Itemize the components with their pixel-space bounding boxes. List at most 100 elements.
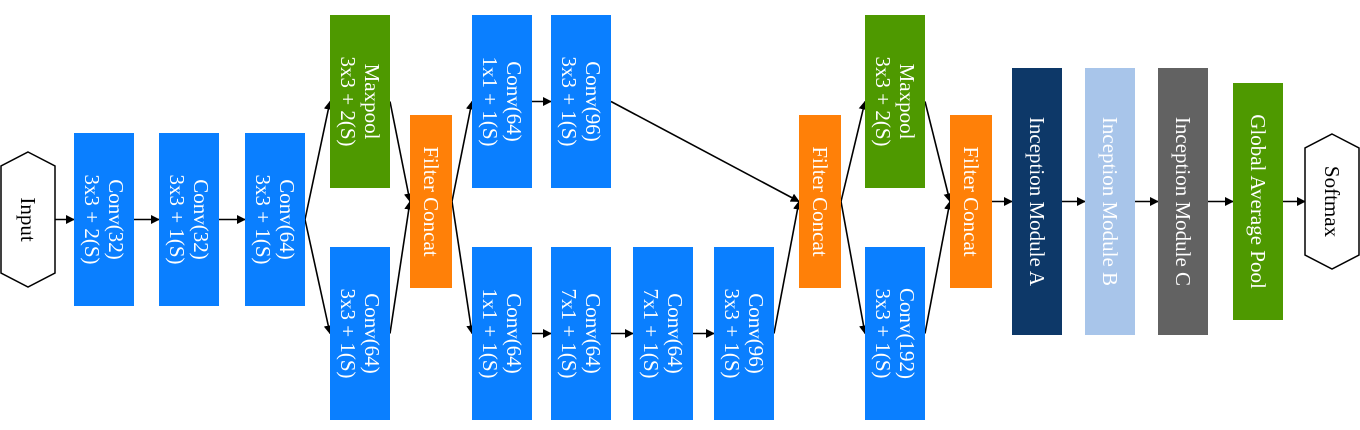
node-conv6-label-line-1: Conv(96) <box>581 61 605 142</box>
node-conv7-label-line-1: Conv(64) <box>502 293 526 374</box>
node-conv1-box <box>74 133 134 306</box>
edge-concat2-to-maxpool2 <box>840 100 868 202</box>
node-module-b: Inception Module B <box>1085 68 1135 335</box>
node-conv9-label-group: Conv(64)7x1 + 1(S) <box>639 288 687 378</box>
node-conv5-label-line-2: 1x1 + 1(S) <box>478 56 502 146</box>
node-module_a-label-group: Inception Module A <box>1025 117 1049 287</box>
node-conv9-label-line-2: 7x1 + 1(S) <box>639 288 663 378</box>
node-conv2-label-group: Conv(32)3x3 + 1(S) <box>165 174 213 264</box>
node-concat3-label-group: Filter Concat <box>959 146 983 256</box>
node-conv11-box <box>865 247 925 420</box>
node-conv1: Conv(32)3x3 + 2(S) <box>74 133 134 306</box>
node-conv11-label-group: Conv(192)3x3 + 1(S) <box>871 288 919 379</box>
node-maxpool1-label-line-2: 3x3 + 2(S) <box>336 56 360 146</box>
node-gap: Global Average Pool <box>1233 83 1283 320</box>
node-softmax-label-line-1: Softmax <box>1320 166 1344 238</box>
node-conv9: Conv(64)7x1 + 1(S) <box>633 247 693 420</box>
node-concat2-box <box>799 115 841 288</box>
node-conv2-label-line-1: Conv(32) <box>189 179 213 260</box>
node-conv7-label-line-2: 1x1 + 1(S) <box>478 288 502 378</box>
node-conv3-label-line-2: 3x3 + 1(S) <box>251 174 275 264</box>
node-module_c-label-line-1: Inception Module C <box>1171 117 1195 286</box>
node-input-label-line-1: Input <box>16 197 40 241</box>
node-module_c-label-group: Inception Module C <box>1171 117 1195 286</box>
node-conv6-label-group: Conv(96)3x3 + 1(S) <box>557 56 605 146</box>
node-input-shape <box>0 151 56 288</box>
node-conv2-label-line-2: 3x3 + 1(S) <box>165 174 189 264</box>
node-conv8-label-line-1: Conv(64) <box>581 293 605 374</box>
node-conv4-label-line-2: 3x3 + 1(S) <box>336 288 360 378</box>
node-module-c: Inception Module C <box>1158 68 1208 335</box>
node-concat2-label-group: Filter Concat <box>808 146 832 256</box>
node-conv10: Conv(96)3x3 + 1(S) <box>714 247 774 420</box>
node-conv5-box <box>472 15 532 188</box>
edge-conv3-to-conv4 <box>304 219 333 335</box>
node-concat1-label-line-1: Filter Concat <box>419 146 443 256</box>
node-conv10-label-line-2: 3x3 + 1(S) <box>720 288 744 378</box>
edge-concat1-to-conv7 <box>451 201 476 335</box>
edge-concat2-to-conv11 <box>840 201 868 335</box>
node-conv7: Conv(64)1x1 + 1(S) <box>472 247 532 420</box>
node-conv8-label-group: Conv(64)7x1 + 1(S) <box>557 288 605 378</box>
node-module_a-label-line-1: Inception Module A <box>1025 117 1049 287</box>
node-module_b-box <box>1085 68 1135 335</box>
edge-conv11-to-concat3 <box>924 200 953 334</box>
node-maxpool2-label-line-1: Maxpool <box>895 64 919 140</box>
node-conv4: Conv(64)3x3 + 1(S) <box>330 247 390 420</box>
node-concat2-label-line-1: Filter Concat <box>808 146 832 256</box>
node-gap-label-line-1: Global Average Pool <box>1246 114 1270 289</box>
edges-layer <box>55 97 1306 338</box>
node-conv3-label-group: Conv(64)3x3 + 1(S) <box>251 174 299 264</box>
node-conv3-label-line-1: Conv(64) <box>275 179 299 260</box>
node-concat3-label-line-1: Filter Concat <box>959 146 983 256</box>
node-conv3: Conv(64)3x3 + 1(S) <box>245 133 305 306</box>
node-maxpool1-box <box>330 15 390 188</box>
node-conv5-label-line-1: Conv(64) <box>502 61 526 142</box>
node-module_b-label-line-1: Inception Module B <box>1098 117 1122 286</box>
node-maxpool1-label-line-1: Maxpool <box>360 64 384 140</box>
node-concat1: Filter Concat <box>410 115 452 288</box>
node-softmax: Softmax <box>1304 133 1360 270</box>
node-conv11: Conv(192)3x3 + 1(S) <box>865 247 925 420</box>
node-module_c-box <box>1158 68 1208 335</box>
node-conv11-label-line-2: 3x3 + 1(S) <box>871 288 895 378</box>
node-conv4-label-line-1: Conv(64) <box>360 293 384 374</box>
node-conv2-box <box>159 133 219 306</box>
node-concat3: Filter Concat <box>950 115 992 288</box>
node-conv10-box <box>714 247 774 420</box>
node-concat2: Filter Concat <box>799 115 841 288</box>
node-conv8: Conv(64)7x1 + 1(S) <box>551 247 611 420</box>
node-conv4-label-group: Conv(64)3x3 + 1(S) <box>336 288 384 378</box>
node-conv6-box <box>551 15 611 188</box>
node-conv11-label-line-1: Conv(192) <box>895 288 919 379</box>
node-conv8-box <box>551 247 611 420</box>
node-softmax-shape <box>1304 133 1360 270</box>
node-input: Input <box>0 151 56 288</box>
node-conv10-label-group: Conv(96)3x3 + 1(S) <box>720 288 768 378</box>
node-conv1-label-group: Conv(32)3x3 + 2(S) <box>80 174 128 264</box>
edge-concat1-to-conv5 <box>451 100 475 202</box>
node-conv6: Conv(96)3x3 + 1(S) <box>551 15 611 188</box>
node-conv2: Conv(32)3x3 + 1(S) <box>159 133 219 306</box>
node-gap-box <box>1233 83 1283 320</box>
node-concat3-box <box>950 115 992 288</box>
node-conv3-box <box>245 133 305 306</box>
node-input-label-group: Input <box>16 197 40 241</box>
node-softmax-label-group: Softmax <box>1320 166 1344 238</box>
edge-conv6-to-concat2 <box>610 100 800 203</box>
edge-conv3-to-maxpool1 <box>304 100 333 220</box>
node-concat1-box <box>410 115 452 288</box>
node-conv8-label-line-2: 7x1 + 1(S) <box>557 288 581 378</box>
node-concat1-label-group: Filter Concat <box>419 146 443 256</box>
node-conv10-label-line-1: Conv(96) <box>744 293 768 374</box>
node-maxpool2-label-line-2: 3x3 + 2(S) <box>871 56 895 146</box>
edge-maxpool2-to-concat3 <box>924 101 953 203</box>
node-conv6-label-line-2: 3x3 + 1(S) <box>557 56 581 146</box>
node-conv5: Conv(64)1x1 + 1(S) <box>472 15 532 188</box>
